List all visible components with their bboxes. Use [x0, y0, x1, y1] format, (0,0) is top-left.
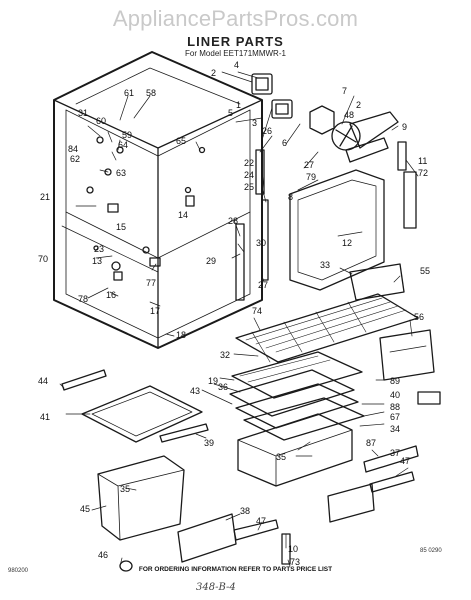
callout-label: 26	[262, 126, 272, 136]
callout-label: 62	[70, 154, 80, 164]
callout-label: 11	[418, 156, 427, 166]
liner-cabinet	[53, 51, 263, 349]
callout-label: 6	[282, 138, 287, 148]
glass-shelf-41	[61, 369, 209, 443]
ordering-note: FOR ORDERING INFORMATION REFER TO PARTS …	[138, 566, 333, 573]
callout-label: 7	[342, 86, 347, 96]
callout-label: 29	[206, 256, 216, 266]
callout-label: 28	[228, 216, 238, 226]
callout-label: 24	[244, 170, 254, 180]
callout-label: 61	[124, 88, 134, 98]
callout-label: 46	[98, 550, 108, 560]
handwritten-note: 348-B-4	[196, 582, 236, 593]
callout-label: 44	[38, 376, 48, 386]
callout-label: 27	[258, 280, 268, 290]
page-code: 980200	[8, 568, 29, 574]
callout-label: 27	[304, 160, 314, 170]
callout-label: 30	[256, 238, 266, 248]
model-label: For Model EET171MMWR-1	[185, 49, 286, 58]
callout-label: 73	[290, 557, 300, 567]
callout-label: 45	[80, 504, 90, 514]
callout-label: 55	[420, 266, 430, 276]
callout-label: 39	[204, 438, 214, 448]
callout-label: 17	[150, 306, 160, 316]
control-housing-parts	[251, 73, 407, 171]
callout-label: 33	[320, 260, 330, 270]
door-bin-55	[349, 263, 405, 301]
callout-label: 21	[40, 192, 50, 202]
callout-label: 37	[390, 448, 400, 458]
callout-label: 74	[252, 306, 262, 316]
callout-label: 47	[400, 456, 410, 466]
rear-panel	[235, 149, 417, 301]
callout-label: 9	[402, 122, 407, 132]
callout-label: 87	[366, 438, 376, 448]
callout-label: 63	[116, 168, 126, 178]
callout-label: 79	[306, 172, 316, 182]
callout-label: 58	[146, 88, 156, 98]
callout-label: 22	[244, 158, 254, 168]
callout-label: 5	[228, 108, 233, 118]
callout-label: 4	[234, 60, 239, 70]
callout-label: 34	[390, 424, 400, 434]
diagram-title: LINER PARTS	[187, 34, 284, 49]
callout-label: 56	[414, 312, 424, 322]
callout-label: 13	[92, 256, 102, 266]
callout-label: 31	[78, 108, 88, 118]
callout-label: 35	[120, 484, 130, 494]
callout-label: 84	[68, 144, 78, 154]
callout-label: 10	[288, 544, 298, 554]
drawing-code: 85 0290	[420, 548, 442, 554]
callout-label: 40	[390, 390, 400, 400]
crisper-shelves	[229, 351, 365, 487]
callout-label: 77	[146, 278, 156, 288]
door-bin-56	[379, 329, 441, 405]
callout-label: 18	[176, 330, 186, 340]
callout-label: 19	[208, 376, 218, 386]
callout-label: 41	[40, 412, 50, 422]
callout-label: 35	[276, 452, 286, 462]
callout-label: 72	[418, 168, 428, 178]
callout-label: 12	[342, 238, 352, 248]
callout-label: 78	[78, 294, 88, 304]
callout-label: 89	[390, 376, 400, 386]
callout-label: 64	[118, 140, 128, 150]
wire-shelf-upper	[235, 293, 419, 363]
callout-label: 88	[390, 402, 400, 412]
callout-label: 16	[106, 290, 116, 300]
callout-label: 47	[256, 516, 266, 526]
callout-label: 2	[356, 100, 361, 110]
callout-label: 65	[176, 136, 186, 146]
callout-label: 2	[211, 68, 216, 78]
callout-label: 59	[122, 130, 132, 140]
callout-label: 8	[288, 192, 293, 202]
callout-label: 36	[218, 382, 228, 392]
callout-label: 25	[244, 182, 254, 192]
callout-label: 70	[38, 254, 48, 264]
callout-label: 48	[344, 110, 354, 120]
callout-label: 38	[240, 506, 250, 516]
callout-numbers: 2 4 1 3 5 6 7 48 2 9 11 72 26 22 24 25 2…	[38, 60, 430, 567]
callout-label: 67	[390, 412, 400, 422]
callout-label: 60	[96, 116, 106, 126]
callout-label: 15	[116, 222, 126, 232]
callout-label: 23	[94, 244, 104, 254]
callout-label: 1	[236, 100, 241, 110]
callout-label: 32	[220, 350, 230, 360]
door-rails	[177, 445, 419, 565]
crisper-drawer-45	[97, 455, 185, 572]
callout-label: 43	[190, 386, 200, 396]
leader-lines	[59, 71, 419, 567]
watermark: AppliancePartsPros.com	[112, 6, 359, 31]
callout-label: 14	[178, 210, 188, 220]
callout-label: 3	[252, 118, 257, 128]
